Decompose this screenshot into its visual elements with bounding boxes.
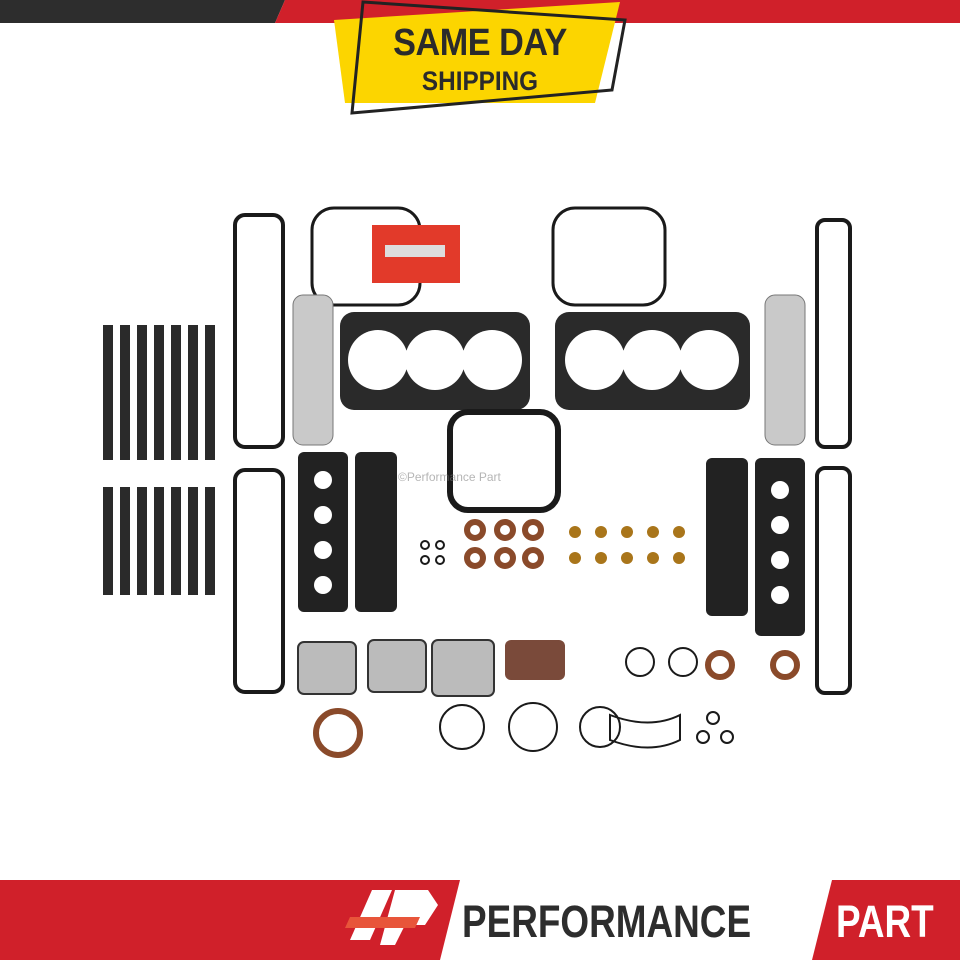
plenum-gasket <box>551 206 667 307</box>
head-gasket <box>555 312 750 410</box>
exhaust-gasket <box>764 294 806 446</box>
head-bolts <box>103 325 215 595</box>
intake-gaskets <box>298 452 805 636</box>
head-gasket <box>340 312 530 410</box>
o-rings <box>420 540 734 752</box>
badge-line1: SAME DAY <box>393 22 567 64</box>
top-banner <box>0 0 960 115</box>
brand-name: PERFORMANCE <box>462 896 752 947</box>
valve-stem-seals <box>569 526 685 564</box>
valve-cover-gasket <box>815 218 852 449</box>
water-pump-gasket <box>505 640 565 680</box>
throttle-body-gaskets <box>297 639 495 697</box>
exhaust-gasket <box>292 294 334 446</box>
watermark: ©Performance Part <box>398 470 501 484</box>
same-day-badge <box>334 2 620 103</box>
water-passage-gasket <box>609 713 681 749</box>
oil-pan-gasket <box>447 409 561 513</box>
brand-part: PART <box>836 896 934 947</box>
valve-cover-gasket <box>233 213 285 449</box>
badge-line2: SHIPPING <box>421 66 539 96</box>
valve-cover-gasket <box>815 466 852 695</box>
valve-cover-gasket <box>233 468 285 694</box>
valve-seals <box>313 519 800 758</box>
